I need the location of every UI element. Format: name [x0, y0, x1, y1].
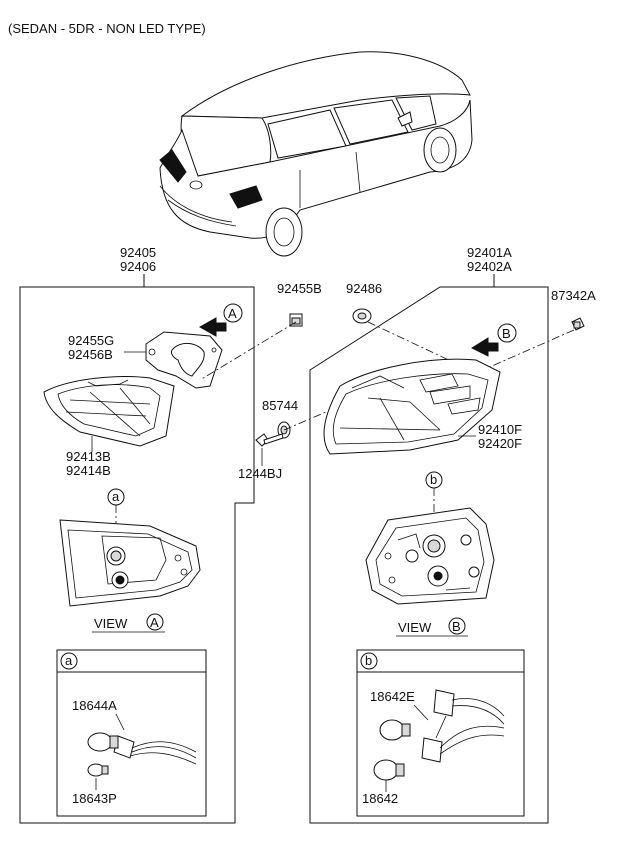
svg-text:b: b [430, 472, 437, 487]
grommet-part [352, 308, 372, 324]
gasket-code-2: 92456B [68, 347, 113, 362]
right-assembly-code-2: 92402A [467, 259, 512, 274]
view-a-letter: A [146, 613, 164, 631]
right-assembly-code-1: 92401A [467, 245, 512, 260]
inner-lamp-part [43, 376, 175, 447]
view-a-caption: VIEW [94, 616, 128, 631]
screw-code: 1244BJ [238, 466, 282, 481]
left-assembly-frame [19, 286, 255, 824]
gasket-code-1: 92455G [68, 333, 114, 348]
clip-part [571, 317, 585, 331]
washer-code: 85744 [262, 398, 298, 413]
grommet-code: 92486 [346, 281, 382, 296]
socket-b-code: 18642E [370, 689, 415, 704]
socket-a-code: 18644A [72, 698, 117, 713]
callout-a: a [107, 488, 125, 506]
view-a-drawing [59, 519, 201, 607]
car-illustration [159, 51, 473, 257]
view-b-letter: B [448, 617, 466, 635]
detail-box-a: a 18644A 18643P [56, 649, 207, 817]
svg-text:A: A [228, 306, 237, 321]
callout-b: b [425, 471, 443, 489]
svg-text:b: b [365, 653, 372, 668]
inner-lamp-code-1: 92413B [66, 449, 111, 464]
gasket-part [145, 331, 223, 389]
inner-lamp-code-2: 92414B [66, 463, 111, 478]
clip-code: 87342A [551, 288, 596, 303]
outer-lamp-code-2: 92420F [478, 436, 522, 451]
bulb-a-code: 18643P [72, 791, 117, 806]
right-assembly-frame [309, 286, 549, 824]
view-arrow-b: B [470, 323, 517, 357]
outer-lamp-part [323, 358, 501, 455]
diagram-title: (SEDAN - 5DR - NON LED TYPE) [8, 21, 206, 36]
screw-part [255, 433, 284, 447]
left-assembly-code-1: 92405 [120, 245, 156, 260]
detail-box-b: b 18642E 18642 [356, 649, 525, 817]
svg-text:B: B [452, 619, 461, 634]
outer-lamp-code-1: 92410F [478, 422, 522, 437]
bulb-b-code: 18642 [362, 791, 398, 806]
svg-text:A: A [150, 615, 159, 630]
left-assembly-code-2: 92406 [120, 259, 156, 274]
svg-text:B: B [502, 326, 511, 341]
svg-text:a: a [112, 489, 120, 504]
view-arrow-a: A [198, 303, 243, 337]
nut-part [289, 313, 303, 327]
view-b-drawing [365, 507, 495, 605]
view-b-caption: VIEW [398, 620, 432, 635]
nut-code: 92455B [277, 281, 322, 296]
svg-text:a: a [65, 653, 73, 668]
